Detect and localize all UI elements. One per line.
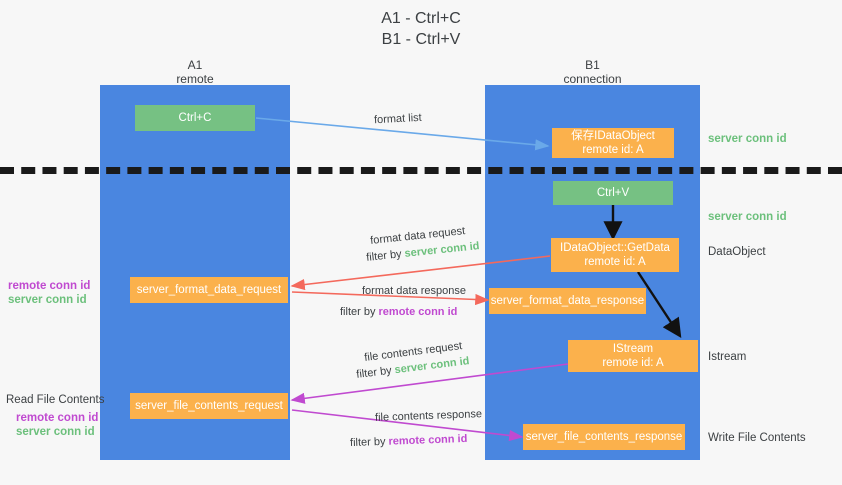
edge-label-format-data-response-filter: filter by remote conn id: [340, 305, 457, 319]
edge-label-file-contents-response-filter: filter by remote conn id: [350, 432, 468, 450]
column-header-a1: A1 remote: [100, 58, 290, 86]
node-idataobject-getdata[interactable]: IDataObject::GetData remote id: A: [551, 238, 679, 272]
column-header-b1: B1 connection: [485, 58, 700, 86]
node-server-file-contents-response-label: server_file_contents_response: [525, 431, 683, 443]
node-ctrl-c[interactable]: Ctrl+C: [135, 105, 255, 131]
column-b1-role: connection: [563, 72, 622, 86]
node-server-format-data-request[interactable]: server_format_data_request: [130, 277, 288, 303]
filter-prefix: filter by: [349, 435, 389, 450]
label-server-conn-id-mid: server conn id: [708, 211, 787, 223]
node-server-format-data-response[interactable]: server_format_data_response: [489, 288, 646, 314]
node-istream-line2: remote id: A: [602, 357, 664, 369]
label-server-conn-id-top: server conn id: [708, 133, 787, 145]
label-server-conn-id-1: server conn id: [8, 294, 87, 306]
filter-value: remote conn id: [378, 306, 458, 318]
label-remote-conn-id-2: remote conn id: [16, 412, 99, 424]
page-title: A1 - Ctrl+C B1 - Ctrl+V: [0, 8, 842, 50]
filter-prefix: filter by: [365, 247, 406, 264]
node-server-format-data-request-label: server_format_data_request: [136, 284, 282, 296]
node-save-idataobject-line1: 保存IDataObject: [571, 130, 655, 142]
label-write-file-contents: Write File Contents: [708, 432, 806, 444]
node-ctrl-v-label: Ctrl+V: [596, 187, 630, 199]
node-istream-line1: IStream: [612, 343, 654, 355]
column-a1-name: A1: [187, 58, 203, 72]
label-remote-conn-id-1: remote conn id: [8, 280, 91, 292]
label-server-conn-id-2: server conn id: [16, 426, 95, 438]
edge-label-file-contents-response: file contents response: [374, 408, 483, 424]
label-istream: Istream: [708, 351, 747, 363]
node-ctrl-v[interactable]: Ctrl+V: [553, 181, 673, 205]
label-dataobject: DataObject: [708, 246, 766, 258]
title-line-2: B1 - Ctrl+V: [381, 31, 461, 48]
column-b1-name: B1: [585, 58, 600, 72]
filter-prefix: filter by: [355, 364, 396, 381]
node-getdata-line1: IDataObject::GetData: [560, 242, 670, 254]
edge-label-format-data-response: format data response: [362, 285, 466, 297]
node-server-file-contents-response[interactable]: server_file_contents_response: [523, 424, 685, 450]
node-getdata-line2: remote id: A: [584, 256, 646, 268]
column-a1-role: remote: [176, 72, 214, 86]
phase-divider: [0, 167, 842, 174]
node-save-idataobject-line2: remote id: A: [582, 144, 644, 156]
title-line-1: A1 - Ctrl+C: [381, 10, 461, 27]
label-read-file-contents: Read File Contents: [6, 394, 105, 406]
node-server-file-contents-request[interactable]: server_file_contents_request: [130, 393, 288, 419]
filter-value: remote conn id: [388, 432, 468, 448]
node-ctrl-c-label: Ctrl+C: [178, 112, 212, 124]
node-istream[interactable]: IStream remote id: A: [568, 340, 698, 372]
filter-prefix: filter by: [340, 306, 379, 318]
node-server-format-data-response-label: server_format_data_response: [490, 295, 645, 307]
node-server-file-contents-request-label: server_file_contents_request: [135, 400, 283, 412]
edge-label-format-list: format list: [373, 111, 422, 127]
node-save-idataobject[interactable]: 保存IDataObject remote id: A: [552, 128, 674, 158]
